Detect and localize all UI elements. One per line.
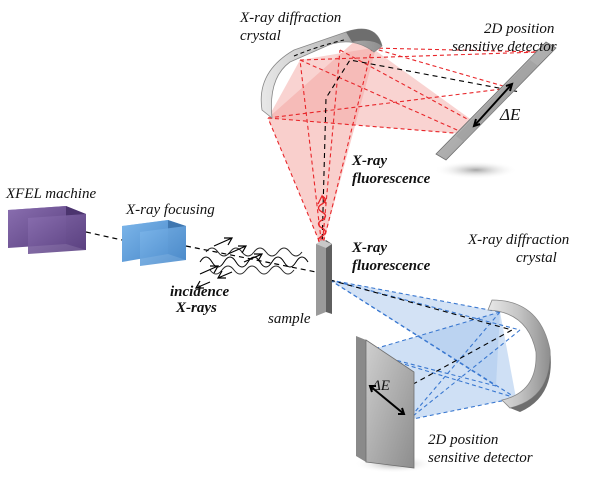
xray-focusing-label: X-ray focusing (125, 202, 215, 218)
top-delta-e-label: ΔE (499, 105, 521, 124)
fluorescence-bottom-line2: fluorescence (352, 258, 431, 274)
xray-focusing-box (122, 220, 186, 266)
top-fluorescence-wave (317, 195, 327, 245)
xfel-beam-line (85, 231, 123, 241)
bottom-detector (354, 336, 434, 473)
detector-bottom-line1: 2D position (428, 432, 498, 448)
fluorescence-top-line2: fluorescence (352, 171, 431, 187)
bottom-delta-e-arrow (368, 385, 406, 415)
sample-label: sample (268, 311, 311, 327)
xfel-machine-label: XFEL machine (5, 186, 96, 202)
fluorescence-bottom-line1: X-ray (351, 240, 387, 256)
detector-bottom-line2: sensitive detector (428, 450, 533, 466)
top-diffraction-crystal (260, 28, 383, 119)
top-delta-e-arrow (472, 82, 514, 128)
top-red-rays (267, 47, 541, 249)
crystal-top-line1: X-ray diffraction (239, 10, 341, 26)
crystal-bottom-line2: crystal (516, 250, 557, 266)
bottom-delta-e-label: ΔE (371, 378, 390, 394)
sample-plate (316, 240, 332, 316)
incidence-label-line2: X-rays (175, 300, 217, 316)
incidence-label-line1: incidence (170, 284, 229, 300)
detector-top-line1: 2D position (484, 21, 554, 37)
detector-top-line2: sensitive detector (452, 39, 557, 55)
top-fluorescence-arrowhead (317, 194, 327, 205)
crystal-bottom-line1: X-ray diffraction (467, 232, 569, 248)
bottom-diffraction-crystal (487, 299, 551, 412)
bottom-blue-rays (329, 279, 521, 421)
top-central-ray (321, 59, 521, 249)
xfel-machine-box (8, 206, 86, 254)
crystal-top-line2: crystal (240, 28, 281, 44)
incidence-arrows (194, 237, 264, 289)
fluorescence-top-line1: X-ray (351, 153, 387, 169)
